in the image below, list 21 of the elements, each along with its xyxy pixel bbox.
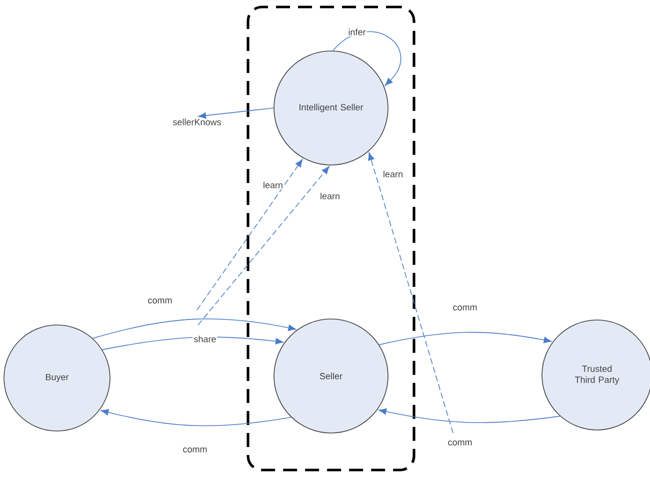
edge-label: learn — [319, 192, 342, 200]
edge-label: comm — [452, 304, 478, 312]
arrow — [378, 408, 560, 424]
edge-label: infer — [347, 28, 367, 36]
output-label: sellerKnows — [173, 118, 221, 126]
edge-label: comm — [446, 440, 474, 446]
arrow — [368, 152, 454, 434]
arrow — [196, 159, 303, 310]
arrow — [102, 336, 284, 350]
edge-label: share — [192, 334, 218, 344]
arrow — [100, 409, 292, 426]
edge-label: learn — [382, 170, 404, 178]
arrow — [332, 31, 402, 86]
arrow — [92, 318, 296, 339]
edge-label: comm — [146, 298, 174, 304]
arrow — [198, 108, 274, 119]
arrow — [378, 332, 552, 346]
edge-label: learn — [262, 180, 284, 190]
dashed-boundary-box — [246, 6, 416, 472]
arrow — [198, 166, 330, 326]
edge-label: comm — [182, 446, 208, 454]
